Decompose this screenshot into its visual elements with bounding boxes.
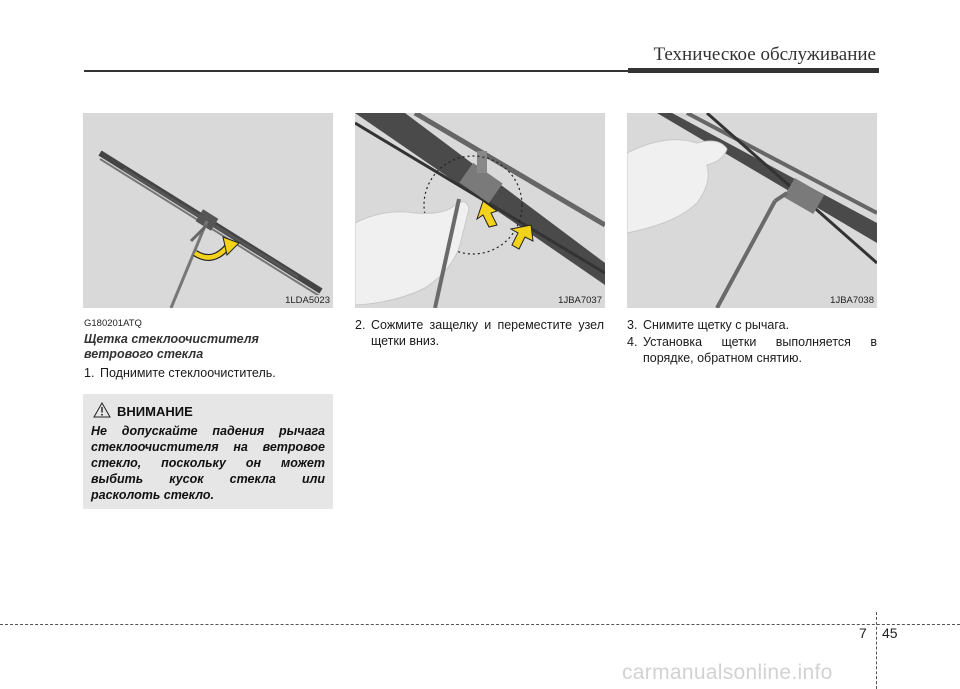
warning-triangle-icon <box>93 402 111 418</box>
step-number: 1. <box>84 366 95 380</box>
step-2: 2. Сожмите защелку и переместите узел ще… <box>355 317 604 349</box>
chapter-number: 7 <box>859 625 867 641</box>
figure-press-latch: 1JBA7037 <box>355 113 605 308</box>
warning-title: ВНИМАНИЕ <box>117 404 193 419</box>
step-4: 4. Установка щетки выполняется в порядке… <box>627 334 877 366</box>
footer-rule <box>0 624 960 625</box>
section-title: Щетка стеклоочистителя ветрового стекла <box>84 332 259 361</box>
step-1: 1. Поднимите стеклоочиститель. <box>84 365 332 381</box>
step-number: 3. <box>627 318 638 332</box>
figure-remove-blade: 1JBA7038 <box>627 113 877 308</box>
warning-box: ВНИМАНИЕ Не допускайте падения рычага ст… <box>83 394 333 509</box>
step-number: 4. <box>627 335 638 349</box>
step-text: Снимите щетку с рычага. <box>643 318 790 332</box>
remove-blade-illustration <box>627 113 877 308</box>
figure-code: 1LDA5023 <box>284 295 331 306</box>
step-text: Сожмите защелку и переместите узел щетки… <box>371 318 604 348</box>
page-header-title: Техническое обслуживание <box>653 44 876 65</box>
warning-text: Не допускайте падения рычага стеклоочист… <box>91 424 325 502</box>
header-rule-accent <box>628 68 879 73</box>
latch-illustration <box>355 113 605 308</box>
figure-raise-wiper: 1LDA5023 <box>83 113 333 308</box>
wiper-raise-illustration <box>98 150 323 308</box>
watermark: carmanualsonline.info <box>622 661 833 684</box>
footer-divider <box>876 612 877 689</box>
step-text: Поднимите стеклоочиститель. <box>100 366 276 380</box>
header-rule <box>84 70 879 72</box>
figure-code: 1JBA7037 <box>557 295 603 306</box>
section-code: G180201ATQ <box>84 318 142 329</box>
step-number: 2. <box>355 318 366 332</box>
step-3: 3. Снимите щетку с рычага. <box>627 317 877 333</box>
figure-code: 1JBA7038 <box>829 295 875 306</box>
page-number: 45 <box>882 625 898 641</box>
step-text: Установка щетки выполняется в порядке, о… <box>643 335 877 365</box>
